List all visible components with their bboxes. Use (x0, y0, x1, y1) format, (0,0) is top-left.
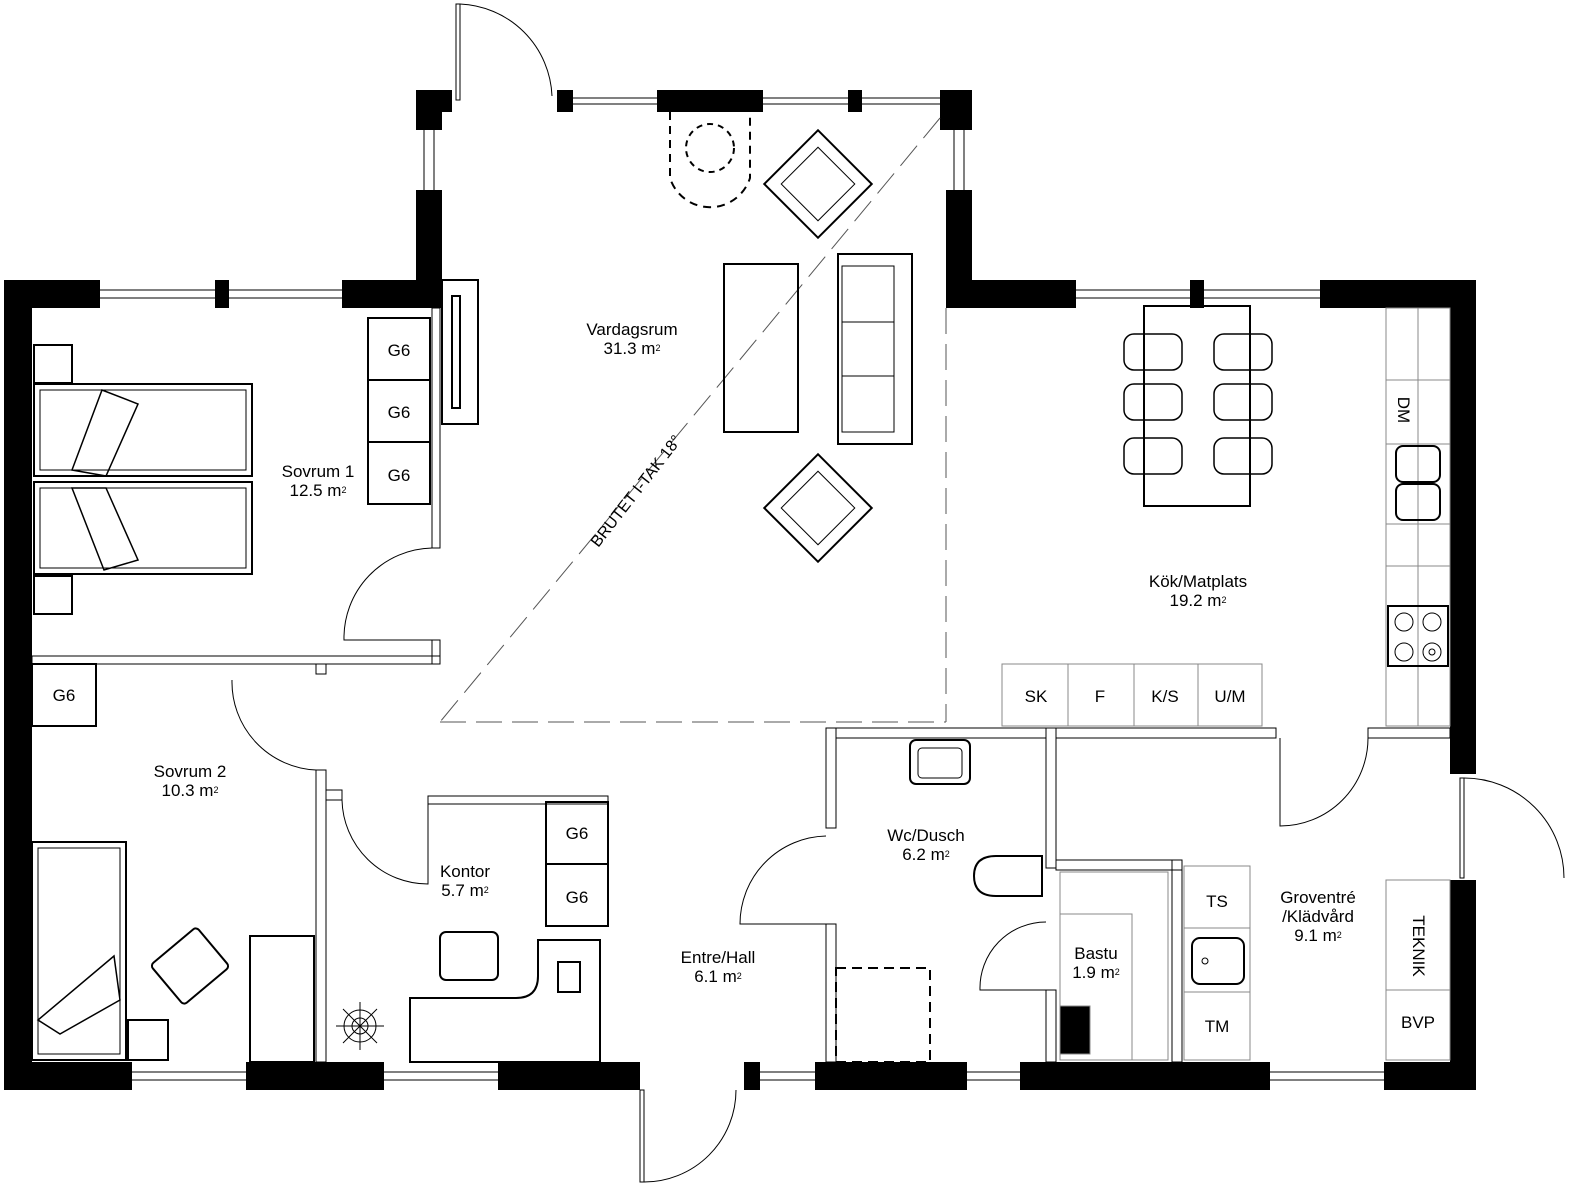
room-area: 31.3 m (603, 339, 656, 358)
appliance-tag-um: U/M (1214, 687, 1246, 706)
wardrobe-tag: G6 (387, 403, 411, 422)
wardrobe-tag: G6 (565, 824, 589, 843)
washer-tag: TM (1204, 1017, 1230, 1036)
room-area: 9.1 m (1294, 926, 1337, 945)
sauna (1059, 871, 1169, 1061)
unit-sup: 2 (341, 485, 347, 495)
office-furniture (249, 931, 601, 1063)
room-name: Sovrum 2 (153, 762, 227, 781)
roof-break-line (439, 117, 947, 723)
interior-walls (31, 307, 1451, 1063)
bvp-tag: BVP (1400, 1013, 1436, 1032)
room-name: Wc/Dusch (887, 826, 965, 845)
dishwasher-tag: DM (1394, 396, 1413, 424)
dining-set (1123, 305, 1273, 507)
room-name: Vardagsrum (586, 320, 678, 339)
room-area: 12.5 m (289, 481, 342, 500)
room-area: 6.1 m (694, 967, 737, 986)
laundry-sink (1191, 937, 1245, 985)
laundry-counter (1183, 865, 1451, 1061)
unit-sup: 2 (213, 785, 219, 795)
room-area: 6.2 m (902, 845, 945, 864)
room-name: Entre/Hall (680, 948, 756, 967)
exterior-doors (455, 3, 1565, 1183)
kitchen-counter (1001, 307, 1451, 727)
wardrobe-tag: G6 (387, 466, 411, 485)
unit-sup: 2 (655, 343, 661, 353)
wardrobe-tag: G6 (565, 888, 589, 907)
appliance-tag-f: F (1094, 687, 1106, 706)
room-name: Sovrum 1 (281, 462, 355, 481)
wardrobes (31, 317, 609, 927)
office-chair-sovrum2 (150, 927, 230, 1005)
room-name: Kontor (439, 862, 491, 881)
unit-sup: 2 (1336, 930, 1342, 940)
room-name: Kök/Matplats (1148, 572, 1248, 591)
teknik-tag: TEKNIK (1409, 915, 1428, 977)
living-furniture (669, 112, 913, 564)
unit-sup: 2 (1114, 967, 1120, 977)
unit-sup: 2 (483, 885, 489, 895)
unit-sup: 2 (736, 971, 742, 981)
unit-sup: 2 (944, 849, 950, 859)
wardrobe-tag: G6 (387, 341, 411, 360)
tv-unit (441, 279, 479, 425)
plant (336, 1002, 384, 1050)
exterior-walls (4, 90, 1476, 1090)
beds-sovrum1 (33, 344, 253, 615)
room-area: 10.3 m (161, 781, 214, 800)
wardrobe-tag: G6 (52, 686, 76, 705)
room-area: 1.9 m (1072, 963, 1115, 982)
room-name: Groventré /Klädvård (1280, 888, 1356, 926)
unit-sup: 2 (1221, 595, 1227, 605)
interior-doors (231, 547, 1369, 991)
bathroom-fixtures (835, 739, 1043, 1063)
room-area: 5.7 m (441, 881, 484, 900)
windows (100, 97, 1384, 1081)
kitchen-appliances (1387, 445, 1449, 667)
appliance-tag-sk: SK (1024, 687, 1048, 706)
appliance-tag-ks: K/S (1151, 687, 1179, 706)
dryer-tag: TS (1206, 892, 1228, 911)
room-name: Bastu (1074, 944, 1118, 963)
bed-sovrum2 (31, 841, 169, 1061)
room-area: 19.2 m (1169, 591, 1222, 610)
